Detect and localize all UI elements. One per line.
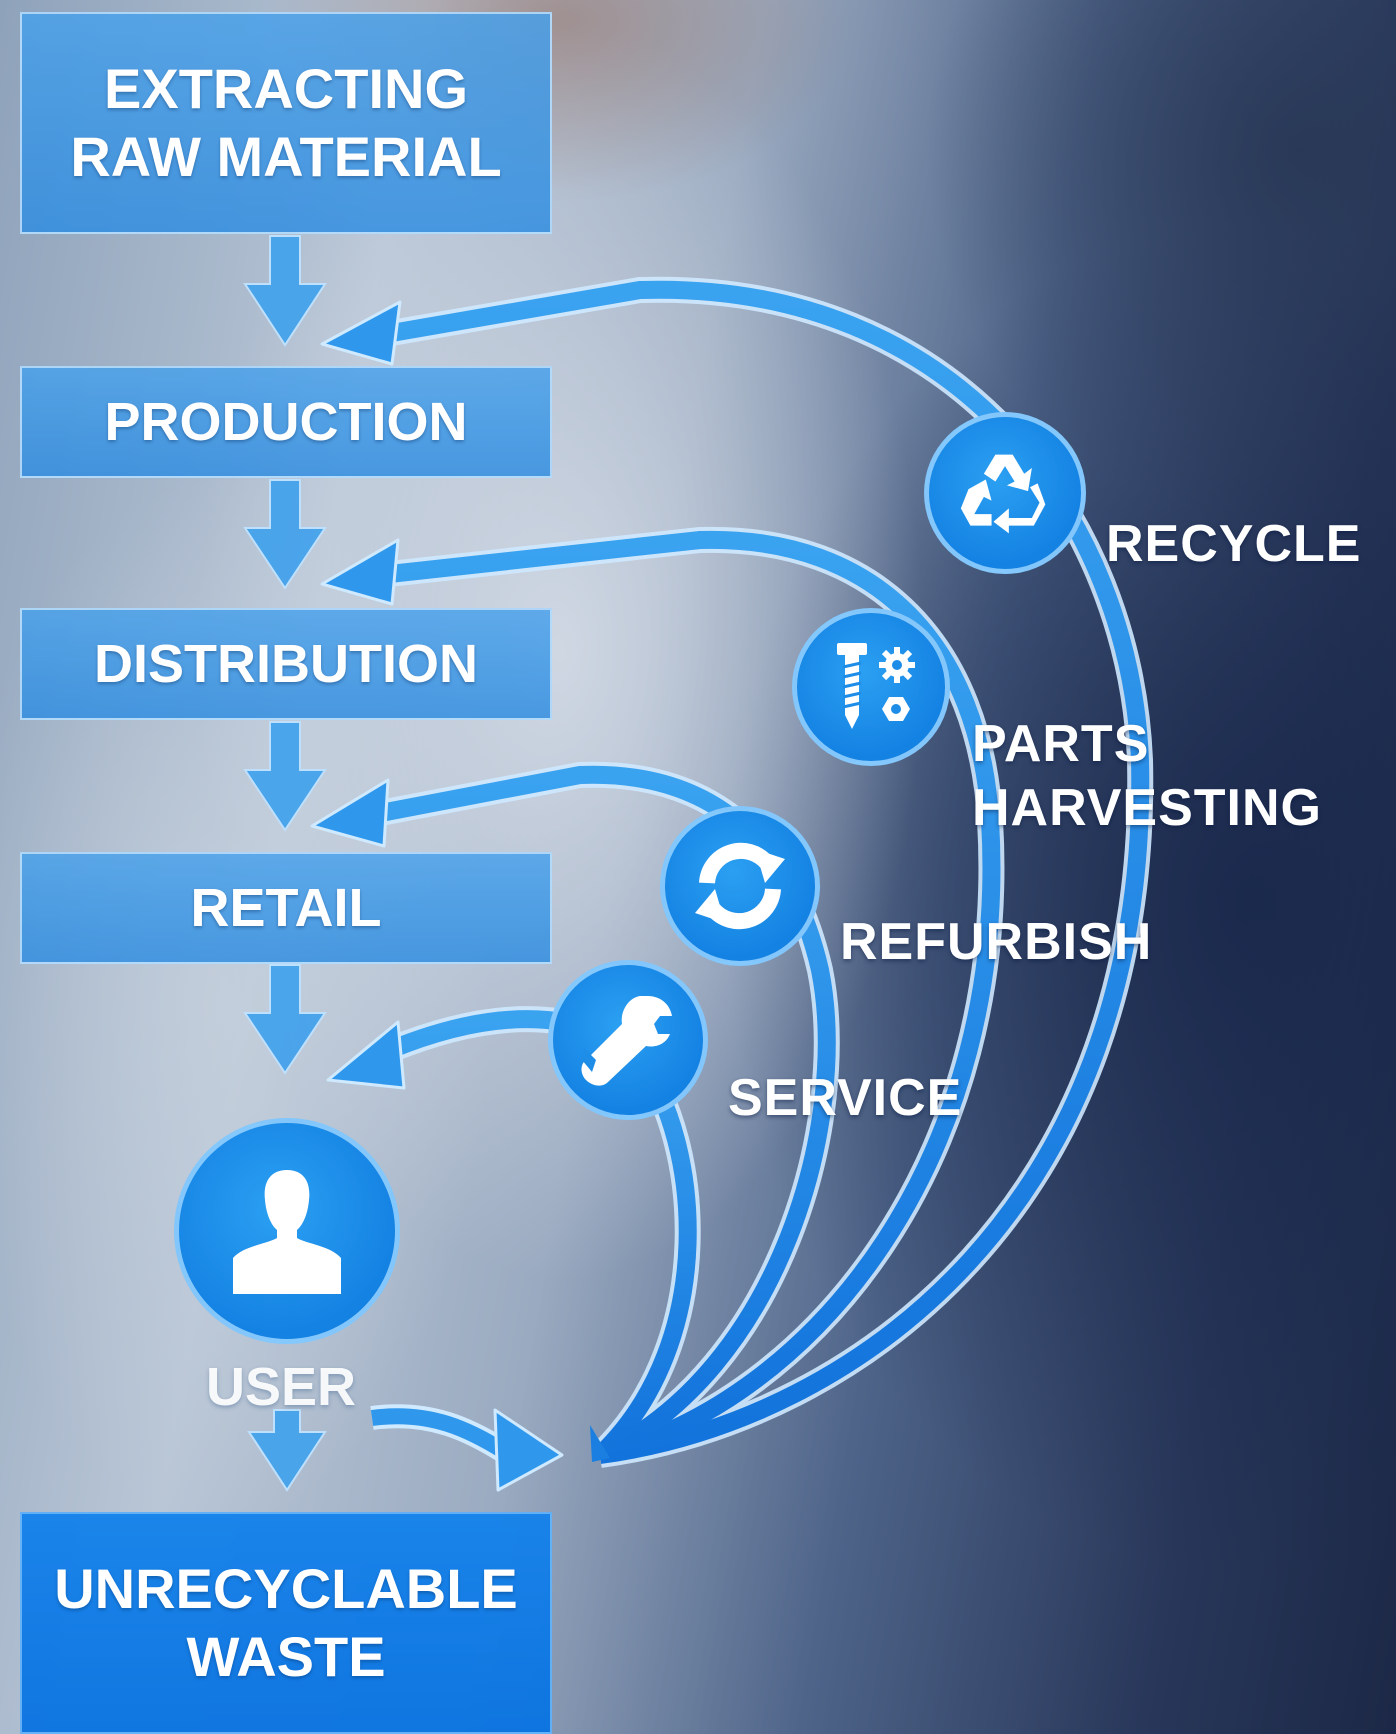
arrow-extracting-to-production: [243, 235, 327, 347]
stage-production-label: PRODUCTION: [104, 392, 468, 452]
user-circle: [174, 1118, 400, 1344]
stage-waste-line-1: UNRECYCLABLE: [54, 1557, 518, 1620]
stage-extracting-raw-material: EXTRACTING RAW MATERIAL: [20, 12, 552, 234]
stage-extracting-line-2: RAW MATERIAL: [70, 125, 502, 188]
arrow-retail-to-user: [243, 964, 327, 1075]
service-label: SERVICE: [728, 1069, 963, 1127]
refurbish-arrowhead: [310, 778, 390, 848]
user-label: USER: [206, 1357, 357, 1417]
user-to-collection-arrow: [370, 1404, 564, 1492]
stage-distribution-label: DISTRIBUTION: [94, 634, 478, 694]
parts-harvesting-label-line-2: HARVESTING: [972, 779, 1322, 837]
parts-arrowhead: [320, 538, 400, 606]
wrench-icon: [581, 996, 672, 1086]
parts-harvesting-loop-arc: [379, 530, 1001, 1464]
refurbish-loop-arc: [368, 765, 836, 1464]
service-circle: [548, 960, 708, 1120]
down-arrows: [243, 235, 327, 1492]
recycle-icon: [960, 454, 1046, 534]
stage-distribution: DISTRIBUTION: [20, 608, 552, 720]
bolt-gear-nut-icon: [837, 643, 915, 729]
recycle-loop-arc: [378, 280, 1150, 1464]
stage-waste-line-2: WASTE: [186, 1625, 386, 1688]
stage-unrecyclable-waste: UNRECYCLABLE WASTE: [20, 1512, 552, 1734]
parts-harvesting-circle: [792, 608, 950, 766]
loop-arrowheads: [310, 300, 406, 1090]
circular-arrows-icon: [695, 842, 785, 930]
stage-production: PRODUCTION: [20, 366, 552, 478]
stage-retail: RETAIL: [20, 852, 552, 964]
service-arrowhead: [326, 1020, 406, 1090]
parts-harvesting-label: PARTS HARVESTING: [972, 712, 1322, 840]
arrow-user-to-waste: [247, 1409, 327, 1492]
parts-harvesting-label-line-1: PARTS: [972, 715, 1150, 773]
recycle-circle: [924, 412, 1086, 574]
stage-retail-label: RETAIL: [190, 878, 382, 938]
collection-point: [590, 1425, 610, 1462]
refurbish-circle: [660, 806, 820, 966]
recycle-arrowhead: [320, 300, 402, 366]
arrow-production-to-distribution: [243, 479, 327, 590]
user-silhouette-icon: [233, 1170, 341, 1294]
arrow-distribution-to-retail: [243, 721, 327, 832]
recycle-label: RECYCLE: [1106, 515, 1362, 573]
stage-extracting-line-1: EXTRACTING: [104, 57, 468, 120]
refurbish-label: REFURBISH: [840, 913, 1153, 971]
